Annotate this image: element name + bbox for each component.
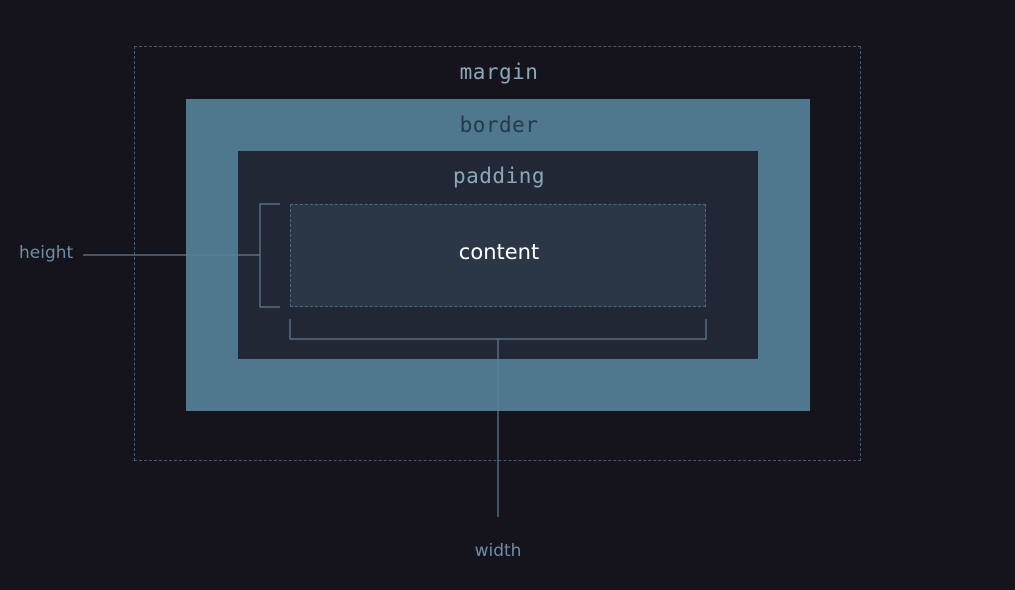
- height-label: height: [19, 243, 74, 263]
- content-label: content: [458, 240, 540, 264]
- width-label: width: [474, 541, 522, 561]
- padding-label: padding: [452, 164, 546, 188]
- border-label: border: [459, 113, 539, 137]
- margin-label: margin: [459, 60, 539, 84]
- content-area: [290, 204, 706, 307]
